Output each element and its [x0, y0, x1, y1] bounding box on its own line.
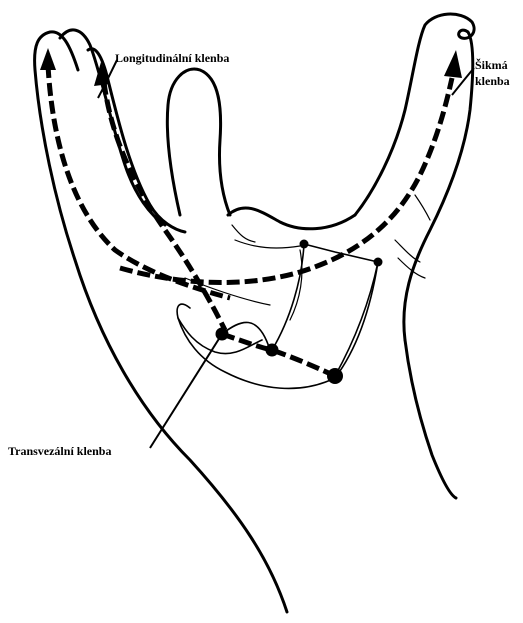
- palm-crease-3: [290, 250, 302, 320]
- label-oblique-line1: Šikmá: [475, 57, 510, 73]
- arch-point-2: [266, 344, 279, 357]
- thumb-crease-3: [415, 195, 430, 220]
- label-oblique-arch: Šikmá klenba: [475, 57, 510, 89]
- arrowhead-oblique: [444, 50, 462, 78]
- thumb-base-contour: [177, 262, 378, 388]
- transverse-arch: [222, 334, 335, 376]
- oblique-arch: [120, 78, 452, 283]
- label-oblique-line2: klenba: [475, 73, 510, 89]
- leader-transverse: [150, 334, 222, 448]
- index-finger: [167, 69, 230, 215]
- arch-point-5: [374, 258, 383, 267]
- arrowhead-little-finger: [40, 48, 56, 70]
- knuckle-crease: [232, 225, 255, 242]
- arch-point-3: [327, 368, 343, 384]
- arch-point-4: [300, 240, 309, 249]
- label-longitudinal-arch: Longitudinální klenba: [115, 50, 229, 66]
- hand-outline-right: [405, 340, 456, 498]
- palm-crease-1: [235, 240, 300, 248]
- label-transverse-arch: Transvezální klenba: [8, 443, 111, 459]
- arch-frame-lines: [222, 244, 378, 376]
- longitudinal-arch-ring-finger: [104, 82, 225, 330]
- palm-center-edge: [228, 208, 355, 229]
